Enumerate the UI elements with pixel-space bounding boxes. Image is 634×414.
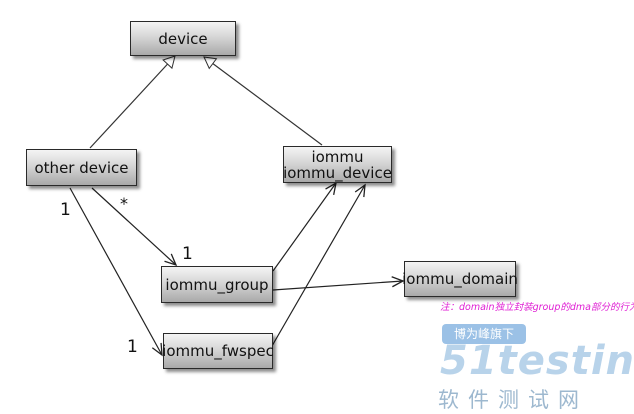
node-other-device: other device: [26, 149, 137, 186]
multiplicity-group-1: 1: [182, 244, 193, 264]
watermark-site-name: 软件测试网: [438, 388, 588, 412]
node-iommu: iommu iommu_device: [283, 146, 392, 183]
node-iommu-title: iommu: [311, 147, 364, 166]
edge-iommu-fwspec-to-iommu: [271, 183, 366, 347]
node-device: device: [130, 21, 236, 56]
edge-iommu-to-device: [203, 56, 323, 146]
multiplicity-star: *: [120, 194, 128, 213]
node-device-label: device: [158, 29, 208, 48]
node-iommu-fwspec-label: iommu_fwspec: [162, 342, 274, 360]
multiplicity-fwspec-1: 1: [127, 337, 138, 357]
node-other-device-label: other device: [34, 158, 129, 177]
domain-note: 注：domain独立封装group的dma部分的行为: [440, 302, 634, 313]
edge-other-device-to-iommu-group: [91, 187, 178, 267]
node-iommu-group: iommu_group: [161, 266, 273, 303]
node-iommu-group-label: iommu_group: [165, 275, 269, 294]
node-iommu-domain-label: iommu_domain: [402, 270, 518, 288]
watermark-badge: 博为峰旗下: [442, 324, 526, 344]
node-iommu-domain: iommu_domain: [402, 261, 518, 297]
edge-iommu-group-to-iommu-domain: [272, 276, 405, 291]
node-iommu-device-label: iommu_device: [283, 163, 392, 182]
edge-other-device-to-iommu-fwspec: [69, 187, 163, 357]
edge-iommu-group-to-iommu: [272, 181, 337, 272]
node-iommu-fwspec: iommu_fwspec: [162, 333, 274, 369]
watermark-logo: 51testing: [440, 338, 634, 384]
edge-other-device-to-device: [89, 55, 176, 149]
multiplicity-other-device-1: 1: [60, 200, 71, 220]
